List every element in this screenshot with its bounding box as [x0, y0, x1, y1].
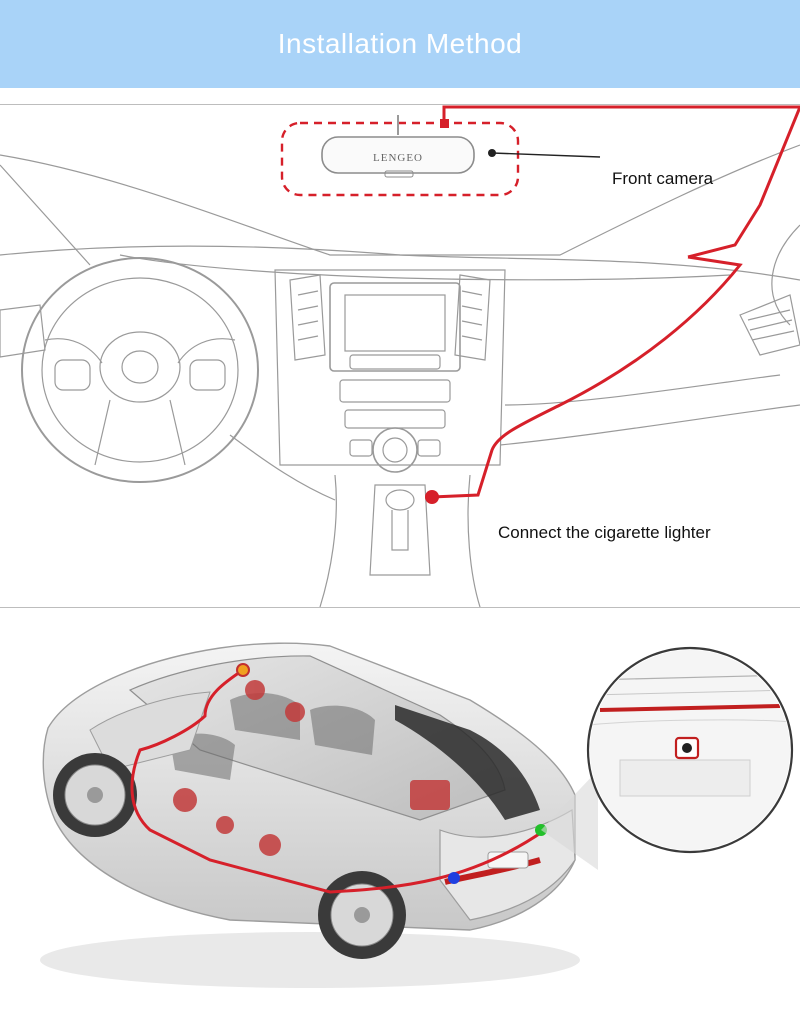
mirror-connection-marker [236, 663, 250, 677]
reverse-light-marker [448, 872, 460, 884]
dashboard-illustration: LENGEO Front camera Connect the cigarett… [0, 104, 800, 608]
rear-view-mirror [321, 136, 475, 174]
header-title: Installation Method [277, 28, 523, 59]
car-drawing [40, 642, 794, 988]
page-header: Installation Method [0, 0, 800, 88]
rear-camera-cable-route [130, 668, 546, 894]
front-camera-label: Front camera [612, 169, 714, 188]
front-camera-highlight [280, 121, 520, 197]
dashboard-drawing: LENGEO [0, 105, 800, 607]
front-wheel [53, 753, 137, 837]
power-cable-route [431, 106, 800, 499]
mirror-brand-text: LENGEO [373, 152, 423, 164]
rear-wheel [318, 871, 406, 959]
cigarette-lighter-marker [425, 490, 439, 504]
rear-camera-inset [586, 646, 794, 854]
cigarette-lighter-label: Connect the cigarette lighter [498, 523, 711, 542]
car-illustration [0, 620, 800, 1024]
